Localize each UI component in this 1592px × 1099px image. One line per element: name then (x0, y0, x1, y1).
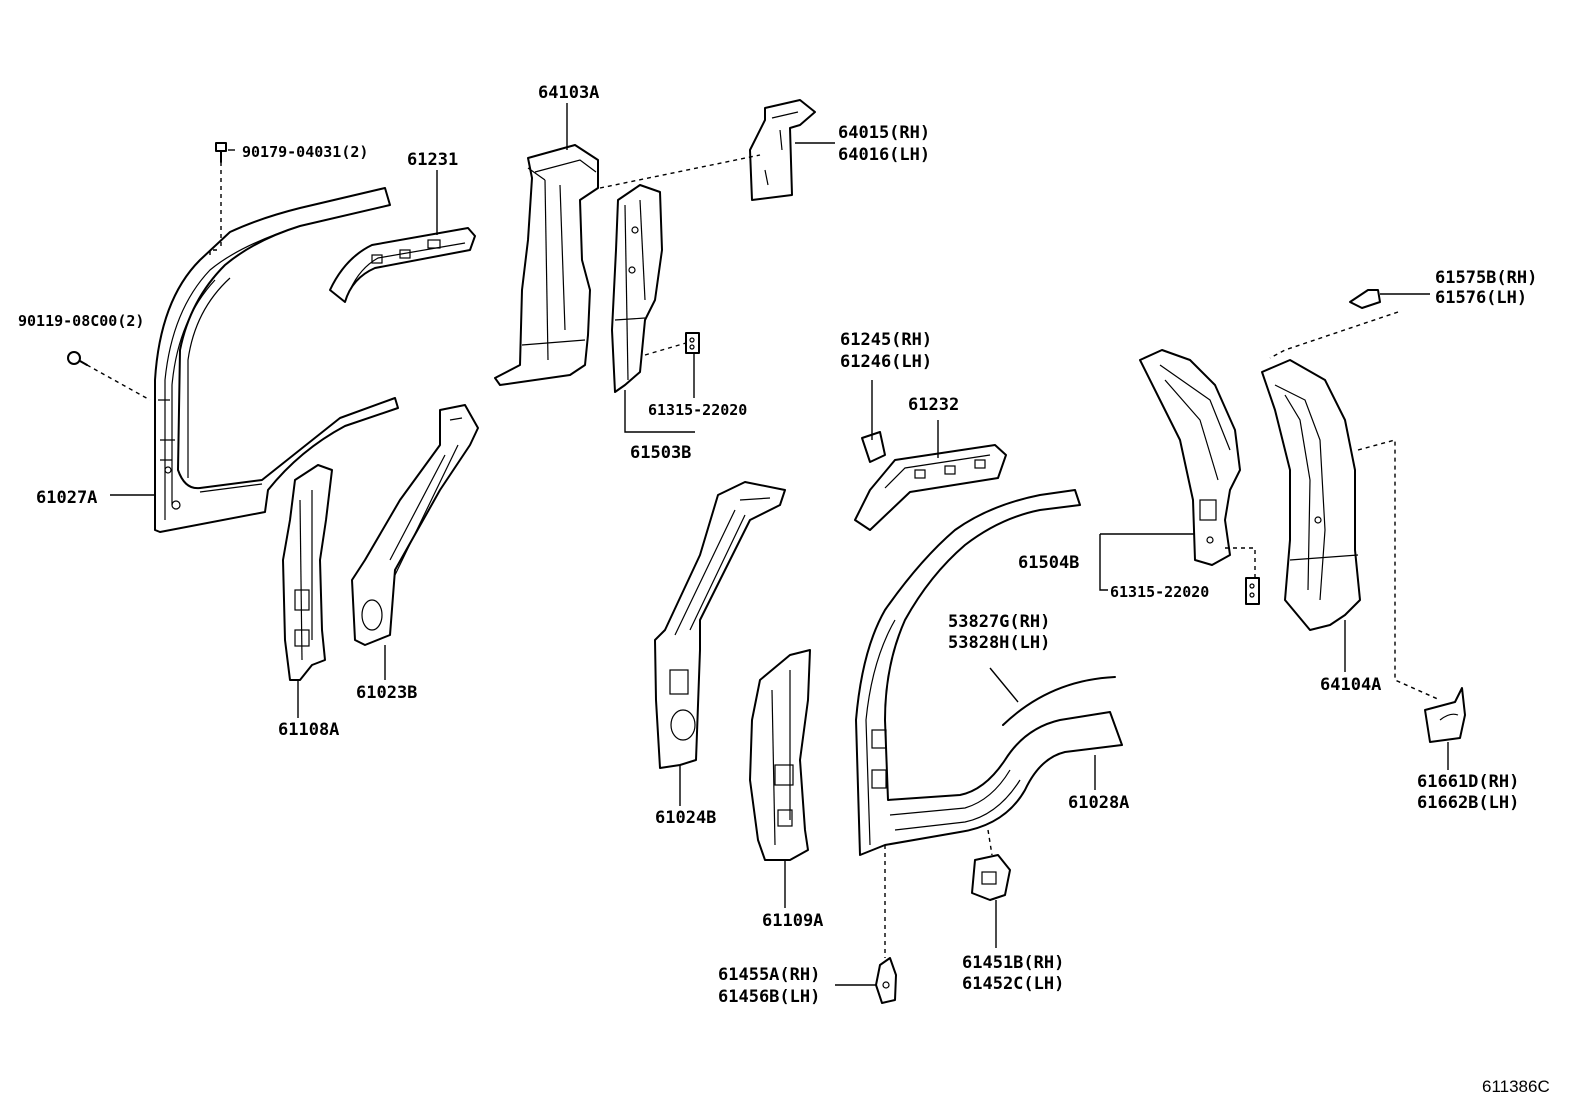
part-61315-clip-a[interactable] (685, 332, 700, 354)
part-61245-bracket[interactable] (861, 431, 886, 463)
label-61576: 61576(LH) (1435, 288, 1527, 308)
label-61451B: 61451B(RH) (962, 953, 1064, 973)
part-labels: 64103A 90179-04031(2) 61231 64015(RH) 64… (18, 83, 1550, 1096)
label-53827G: 53827G(RH) (948, 612, 1050, 632)
label-61108A: 61108A (278, 720, 339, 740)
label-64103A: 64103A (538, 83, 599, 103)
label-64016: 64016(LH) (838, 145, 930, 165)
part-61027A-frame[interactable] (154, 187, 399, 533)
label-53828H: 53828H(LH) (948, 633, 1050, 653)
label-64104A: 64104A (1320, 675, 1381, 695)
label-61231: 61231 (407, 150, 458, 170)
label-61504B: 61504B (1018, 553, 1079, 573)
part-61024B-center-pillar[interactable] (654, 481, 786, 769)
part-61661D-bracket[interactable] (1424, 687, 1466, 743)
label-61456B: 61456B(LH) (718, 987, 820, 1007)
label-61452C: 61452C(LH) (962, 974, 1064, 994)
label-90179: 90179-04031(2) (242, 143, 368, 161)
part-61504B-rear-pillar[interactable] (1139, 349, 1241, 566)
label-61023B: 61023B (356, 683, 417, 703)
label-61109A: 61109A (762, 911, 823, 931)
part-61023B-brace[interactable] (351, 404, 479, 646)
part-61315-clip-b[interactable] (1245, 577, 1260, 605)
label-90119: 90119-08C00(2) (18, 312, 144, 330)
label-61661D: 61661D(RH) (1417, 772, 1519, 792)
label-61246: 61246(LH) (840, 352, 932, 372)
part-61108A-lower-pillar[interactable] (282, 464, 333, 681)
label-61662B: 61662B(LH) (1417, 793, 1519, 813)
part-61028A-frame[interactable] (855, 489, 1123, 856)
part-61231-reinforcement[interactable] (329, 227, 476, 303)
part-64103A-pillar[interactable] (494, 144, 599, 386)
label-64015: 64015(RH) (838, 123, 930, 143)
part-61232-rail[interactable] (854, 444, 1007, 531)
label-61575B: 61575B(RH) (1435, 268, 1537, 288)
label-61315-a: 61315-22020 (648, 401, 747, 419)
part-64104A-rear-panel[interactable] (1261, 359, 1361, 631)
part-64015-panel[interactable] (749, 99, 816, 201)
label-61315-b: 61315-22020 (1110, 583, 1209, 601)
part-61109A-lower-pillar[interactable] (749, 649, 811, 861)
label-61024B: 61024B (655, 808, 716, 828)
label-61455A: 61455A(RH) (718, 965, 820, 985)
part-61575B-bracket[interactable] (1349, 289, 1381, 309)
part-61451B-bracket[interactable] (971, 854, 1011, 901)
label-61027A: 61027A (36, 488, 97, 508)
part-61503B-inner-pillar[interactable] (611, 184, 663, 393)
part-90179-bolt[interactable] (215, 142, 227, 163)
diagram-code: 611386C (1482, 1077, 1550, 1096)
part-61455A-bracket[interactable] (875, 957, 897, 1004)
label-61028A: 61028A (1068, 793, 1129, 813)
label-61232: 61232 (908, 395, 959, 415)
leader-lines (86, 103, 1449, 986)
label-61245: 61245(RH) (840, 330, 932, 350)
label-61503B: 61503B (630, 443, 691, 463)
part-90119-clip[interactable] (67, 351, 88, 366)
part-53827G-strip[interactable] (1002, 676, 1116, 726)
